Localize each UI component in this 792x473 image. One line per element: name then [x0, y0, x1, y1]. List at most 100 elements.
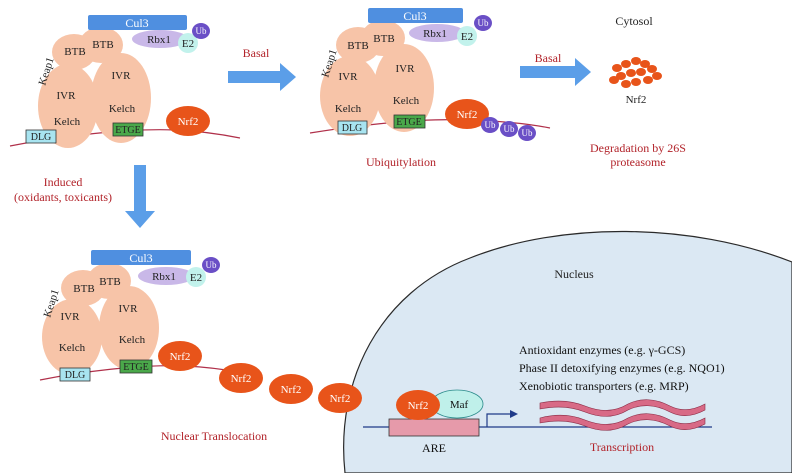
- cul3-label: Cul3: [125, 16, 148, 30]
- cytosol-label: Cytosol: [615, 14, 653, 28]
- transcription-label: Transcription: [590, 440, 654, 454]
- cul3-bar: [91, 250, 191, 265]
- nucleus-label: Nucleus: [554, 267, 594, 281]
- nrf2-label: Nrf2: [457, 109, 478, 121]
- rbx1: [132, 30, 188, 48]
- kelch-label-right: Kelch: [393, 95, 420, 107]
- dlg-label: DLG: [342, 123, 363, 134]
- e2: [178, 33, 198, 53]
- dlg-label: DLG: [65, 370, 86, 381]
- rbx1: [409, 24, 465, 42]
- gene-item-2: Phase II detoxifying enzymes (e.g. NQO1): [519, 361, 725, 375]
- ivr-label-left: IVR: [61, 311, 81, 323]
- degradation-label-line1: Degradation by 26S: [590, 141, 686, 155]
- ub-chain-2: [500, 121, 518, 137]
- keap1-complex-basal: Cul3 Rbx1 E2 Ub Keap1 BTB BTB IVR IVR Ke…: [9, 15, 241, 148]
- etge-label: ETGE: [396, 117, 422, 128]
- rbx1-label: Rbx1: [423, 28, 447, 40]
- basal-label-2: Basal: [535, 51, 562, 65]
- ivr-label-right: IVR: [396, 63, 416, 75]
- mrna-wave-1: [539, 399, 706, 417]
- kelch-label-left: Kelch: [59, 342, 86, 354]
- transcription-start-arrow: [486, 413, 512, 427]
- keap1-btb-right: [79, 27, 123, 63]
- ub-chain-1-label: Ub: [485, 120, 496, 130]
- kelch-label-right: Kelch: [109, 103, 136, 115]
- mrna-wave-2: [539, 413, 706, 431]
- keap1-ivr-kelch-right: [374, 44, 434, 132]
- dlg-box: [337, 120, 368, 135]
- e2-label: E2: [461, 31, 473, 43]
- e2-label: E2: [190, 272, 202, 284]
- btb-label-right: BTB: [373, 33, 394, 45]
- ub: [474, 15, 492, 31]
- ub: [192, 23, 210, 39]
- ub-chain-1: [481, 117, 499, 133]
- fragment: [652, 72, 662, 80]
- nrf2-translocating-2-label: Nrf2: [281, 384, 302, 396]
- ub-chain-2-label: Ub: [504, 124, 515, 134]
- nrf2-fragments: [609, 57, 662, 88]
- btb-label-right: BTB: [92, 39, 113, 51]
- nrf2-translocating-3-label: Nrf2: [330, 393, 351, 405]
- keap1-ivr-kelch-left: [320, 56, 380, 136]
- nrf2-released-label: Nrf2: [170, 351, 191, 363]
- keap1-complex-induced: Cul3 Rbx1 E2 Ub Keap1 BTB BTB IVR IVR Ke…: [39, 250, 239, 382]
- fragment: [647, 65, 657, 73]
- rbx1-label: Rbx1: [147, 34, 171, 46]
- rbx1-label: Rbx1: [152, 271, 176, 283]
- nrf2-bound: [396, 390, 440, 420]
- fragment: [616, 72, 626, 80]
- kelch-label-left: Kelch: [54, 116, 81, 128]
- dlg-box: [25, 129, 57, 144]
- are-box: [388, 418, 480, 437]
- kelch-label-right: Kelch: [119, 334, 146, 346]
- are-label: ARE: [422, 441, 446, 455]
- fragment: [640, 60, 650, 68]
- fragment: [631, 57, 641, 65]
- nrf2-translocating-1: [219, 363, 263, 393]
- ivr-label-left: IVR: [57, 90, 77, 102]
- induced-label-line1: Induced: [44, 175, 83, 189]
- gene-item-1: Antioxidant enzymes (e.g. γ-GCS): [519, 343, 685, 357]
- dlg-label: DLG: [31, 132, 52, 143]
- etge-box: [393, 114, 426, 129]
- ub-label: Ub: [206, 260, 217, 270]
- nrf2-translocating-3: [318, 383, 362, 413]
- ub-label: Ub: [196, 26, 207, 36]
- nuclear-translocation-label: Nuclear Translocation: [161, 429, 267, 443]
- fragment: [631, 78, 641, 86]
- nrf2: [166, 106, 210, 136]
- e2-label: E2: [182, 38, 194, 50]
- keap1-ivr-kelch-right: [99, 286, 159, 370]
- nrf2-released: [158, 341, 202, 371]
- arrow-basal-1: [228, 63, 296, 91]
- cul3-label: Cul3: [403, 9, 426, 23]
- nrf2-translocating-2: [269, 374, 313, 404]
- cul3-bar: [368, 8, 463, 23]
- rbx1: [138, 267, 194, 285]
- ub-chain-3: [518, 125, 536, 141]
- keap1-ivr-kelch-left: [42, 299, 102, 375]
- e2: [186, 267, 206, 287]
- ub-label: Ub: [478, 18, 489, 28]
- nrf2: [445, 99, 489, 129]
- btb-label-left: BTB: [64, 46, 85, 58]
- cul3-label: Cul3: [129, 251, 152, 265]
- dlg-box: [59, 367, 91, 382]
- etge-label: ETGE: [115, 125, 141, 136]
- nrf2-translocating-1-label: Nrf2: [231, 373, 252, 385]
- nrf2-degraded-label: Nrf2: [626, 94, 647, 106]
- etge-box: [119, 359, 153, 374]
- fragment: [612, 64, 622, 72]
- ivr-label-left: IVR: [339, 71, 359, 83]
- keap1-ivr-kelch-left: [38, 64, 98, 148]
- btb-label-left: BTB: [73, 283, 94, 295]
- maf-label: Maf: [450, 399, 469, 411]
- keap1-complex-ubiquitylated: Cul3 Rbx1 E2 Ub Keap1 BTB BTB IVR IVR Ke…: [309, 8, 551, 141]
- ivr-label-right: IVR: [119, 303, 139, 315]
- etge-label: ETGE: [123, 362, 149, 373]
- nrf2-label: Nrf2: [178, 116, 199, 128]
- ub: [202, 257, 220, 273]
